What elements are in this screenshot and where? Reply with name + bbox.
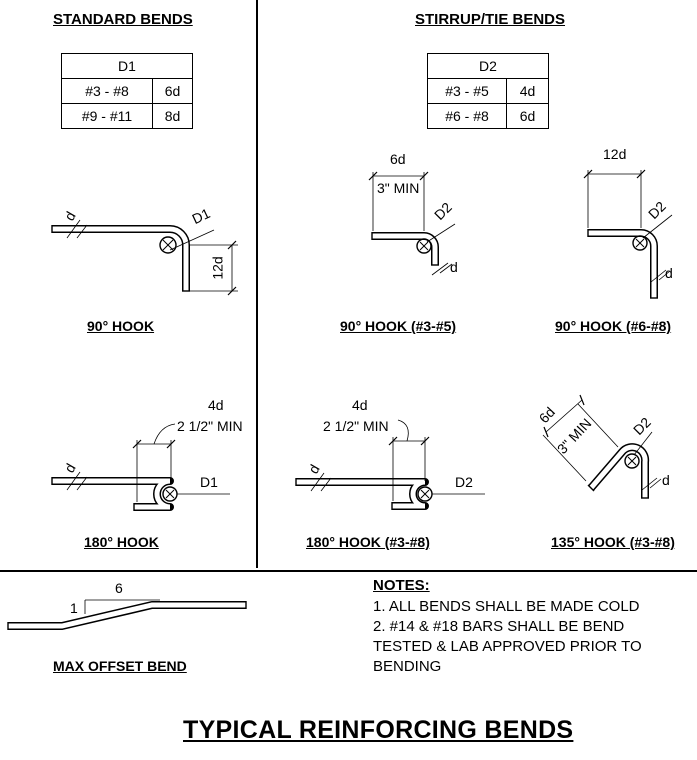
notes-list: 1. ALL BENDS SHALL BE MADE COLD 2. #14 &… [373,597,642,677]
note-line: TESTED & LAB APPROVED PRIOR TO [373,638,642,655]
hook-180-drawing [51,423,230,511]
hook-90-35-caption: 90° HOOK (#3-#5) [340,318,457,334]
d2-table: D2 #3 - #5 4d #6 - #8 6d [427,53,549,129]
note-line: 1. ALL BENDS SHALL BE MADE COLD [373,598,640,615]
hook-90-68-caption: 90° HOOK (#6-#8) [555,318,672,334]
offset-bend-caption: MAX OFFSET BEND [53,658,187,674]
table-cell: 6d [506,103,549,129]
offset-rise-label: 1 [70,600,78,616]
table-row: #9 - #11 8d [61,103,193,129]
bar-diameter-label: d [450,259,458,275]
note-line: BENDING [373,658,442,675]
d1-table-header: D1 [61,53,193,79]
table-row: #3 - #8 6d [61,78,193,104]
hook-90-68-drawing [583,169,673,299]
table-row: #3 - #5 4d [427,78,549,104]
extension-4d-label: 4d [352,397,368,413]
extension-4d-label: 4d [208,397,224,413]
note-line: 2. #14 & #18 BARS SHALL BE BEND [373,618,625,635]
table-cell: 4d [506,78,549,104]
table-cell: #3 - #8 [61,78,153,104]
offset-bend-drawing [7,599,247,630]
table-cell: 6d [152,78,193,104]
hook-90-caption: 90° HOOK [87,318,155,334]
hook-90-drawing [51,219,238,296]
table-row: #6 - #8 6d [427,103,549,129]
hook-180-38-drawing [295,419,485,510]
extension-12d-label: 12d [603,146,627,162]
table-cell: 8d [152,103,193,129]
d2-table-header: D2 [427,53,549,79]
bar-diameter-label: d [665,265,673,281]
hook-90-35-drawing [368,171,456,276]
d2-label: D2 [455,474,473,490]
bar-diameter-label: d [662,472,670,488]
hook-180-38-caption: 180° HOOK (#3-#8) [306,534,430,550]
hook-135-drawing [542,394,662,499]
table-cell: #3 - #5 [427,78,507,104]
notes-title: NOTES: [373,577,430,594]
drawing-title: TYPICAL REINFORCING BENDS [183,716,574,744]
hook-180-caption: 180° HOOK [84,534,159,550]
offset-run-label: 6 [115,580,123,596]
d1-label: D1 [200,474,218,490]
min-3in-label: 3" MIN [377,180,420,196]
table-cell: #6 - #8 [427,103,507,129]
d1-table: D1 #3 - #8 6d #9 - #11 8d [61,53,193,129]
extension-6d-label: 6d [390,151,406,167]
min-2-5in-label: 2 1/2" MIN [177,418,243,434]
min-2-5in-label: 2 1/2" MIN [323,418,389,434]
hook-135-caption: 135° HOOK (#3-#8) [551,534,675,550]
standard-bends-header: STANDARD BENDS [53,11,193,28]
stirrup-bends-header: STIRRUP/TIE BENDS [415,11,566,28]
extension-12d-label: 12d [209,256,226,280]
table-cell: #9 - #11 [61,103,153,129]
